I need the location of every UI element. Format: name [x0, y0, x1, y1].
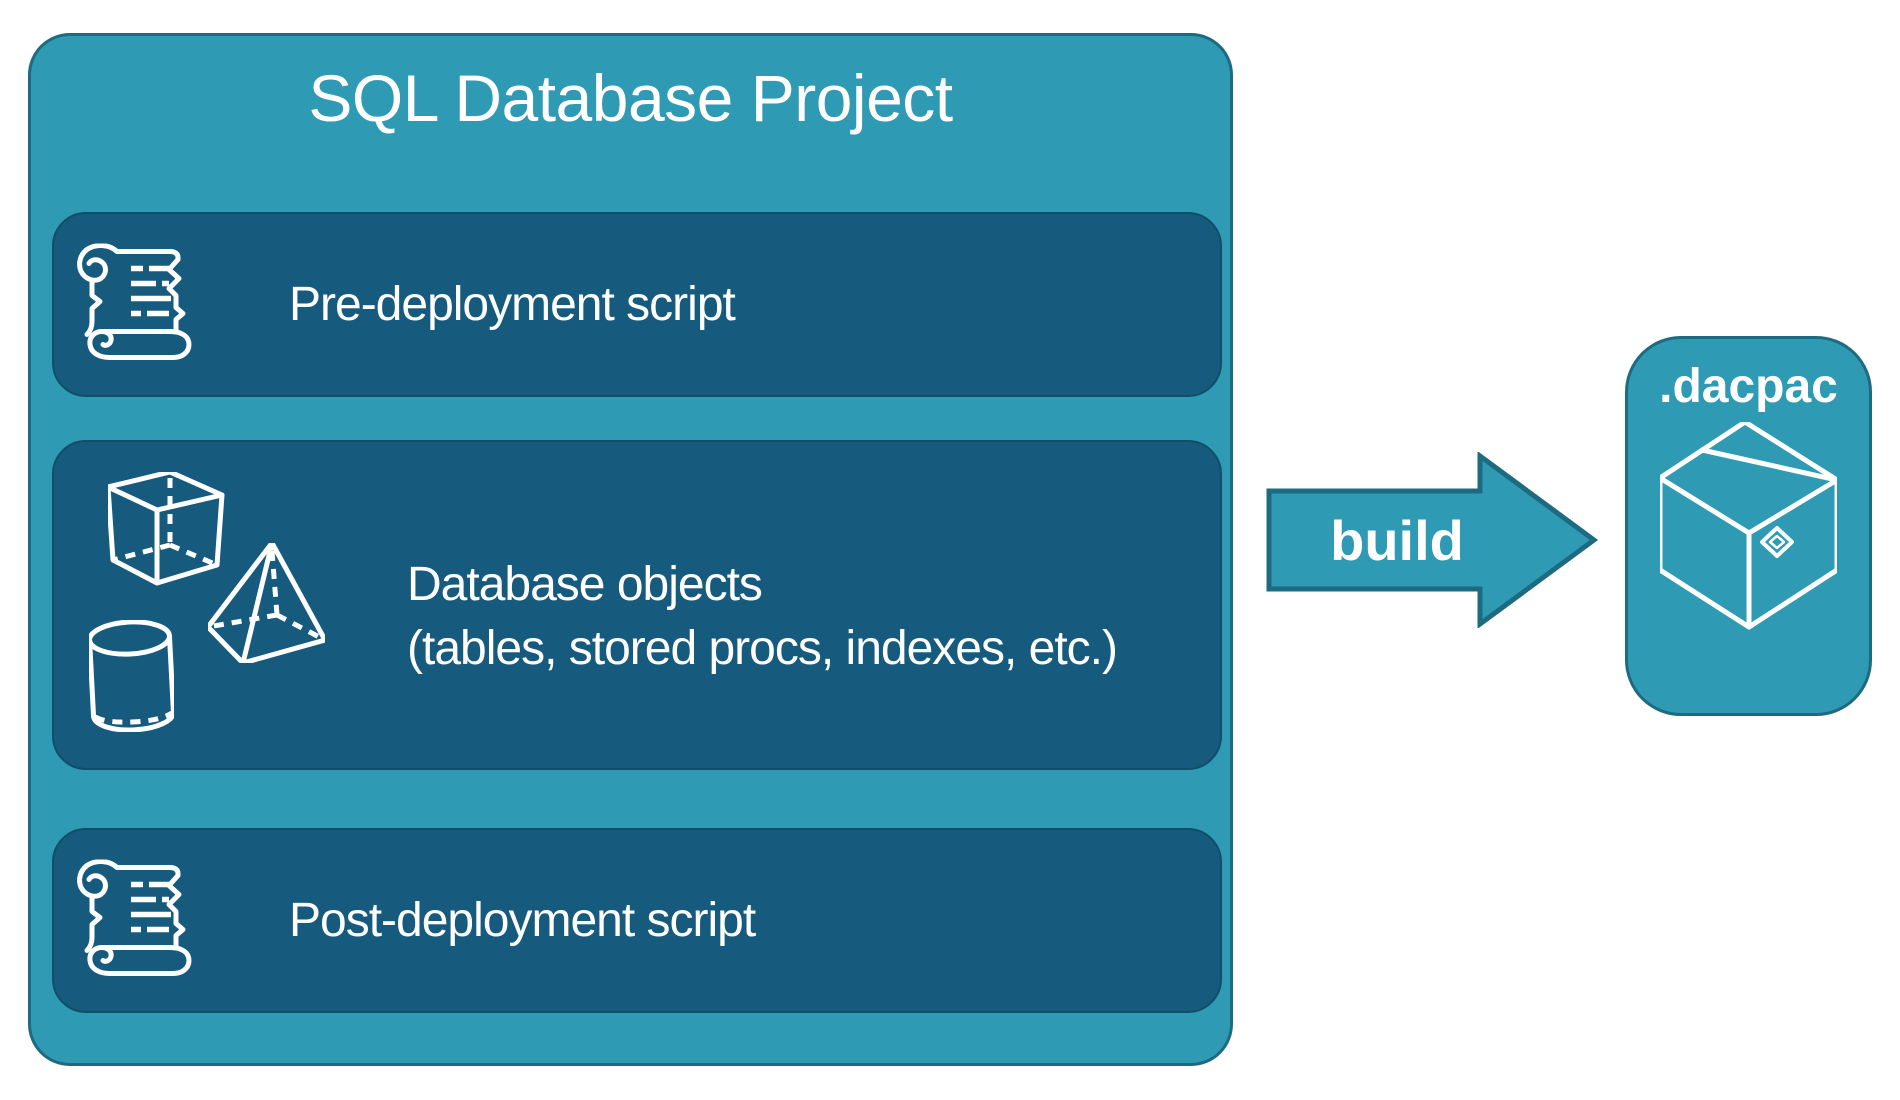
panel-pre-deployment-script: Pre-deployment script — [52, 212, 1222, 397]
scroll-icon — [72, 242, 206, 366]
panel-label: Post-deployment script — [289, 894, 756, 947]
build-arrow: build — [1266, 451, 1599, 629]
panel-post-deployment-script: Post-deployment script — [52, 828, 1222, 1013]
panel-label-line2: (tables, stored procs, indexes, etc.) — [407, 622, 1118, 675]
panel-database-objects: Database objects (tables, stored procs, … — [52, 440, 1222, 770]
right-arrow-icon — [1266, 451, 1599, 629]
pyramid-icon — [205, 540, 328, 668]
package-icon — [1660, 422, 1837, 630]
page-title: SQL Database Project — [308, 61, 953, 135]
dacpac-output-box: .dacpac — [1625, 336, 1872, 716]
dacpac-label: .dacpac — [1659, 360, 1838, 413]
panel-label: Database objects (tables, stored procs, … — [407, 454, 1118, 780]
cylinder-icon — [87, 619, 176, 737]
panel-label: Pre-deployment script — [289, 278, 736, 331]
cube-icon — [105, 469, 226, 592]
scroll-icon — [72, 858, 206, 982]
panel-label-line1: Database objects — [407, 558, 763, 611]
build-arrow-label: build — [1330, 508, 1464, 572]
sql-database-project-box: SQL Database Project Pre-deployment scri… — [28, 33, 1233, 1066]
